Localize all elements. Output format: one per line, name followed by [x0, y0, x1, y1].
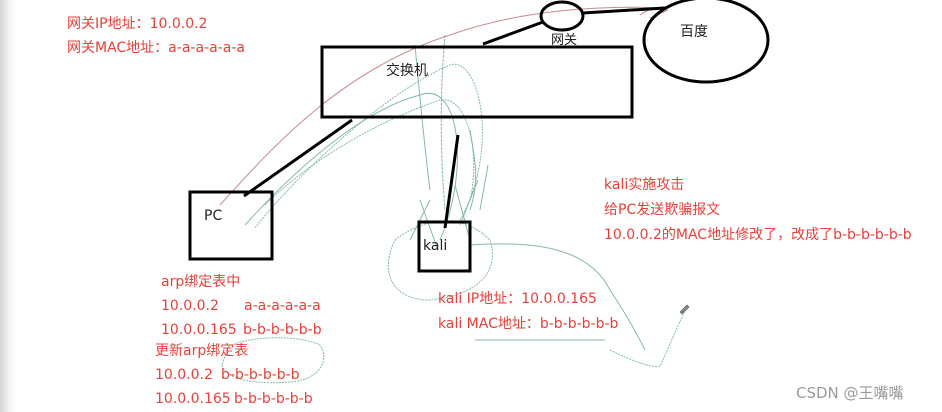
- switch-label: 交换机: [386, 63, 428, 79]
- arp-table-after-title: 更新arp绑定表: [155, 343, 249, 359]
- attack-note-line1: kali实施攻击: [604, 177, 685, 193]
- kali-label: kali: [423, 238, 448, 254]
- link-switch-pc: [243, 118, 353, 198]
- pc-label: PC: [204, 208, 223, 224]
- arp-before-row-ip: 10.0.0.165: [161, 322, 237, 338]
- arp-after-row-mac: b-b-b-b-b-b: [234, 391, 313, 407]
- packet-trace-scribbles: [221, 34, 689, 384]
- window-left-edge: [0, 0, 16, 412]
- arp-table-before-title: arp绑定表中: [161, 274, 241, 290]
- kali-node: [417, 220, 472, 273]
- arp-after-row-ip: 10.0.0.2: [155, 367, 213, 383]
- attack-note-line2: 给PC发送欺骗报文: [604, 202, 721, 218]
- pc-node: [188, 190, 274, 261]
- gateway-node: [539, 0, 585, 32]
- arp-trace-scribbles: [219, 6, 669, 206]
- csdn-watermark: CSDN @王嘴嘴: [796, 384, 904, 402]
- baidu-node: [642, 0, 770, 84]
- link-switch-kali: [443, 134, 460, 229]
- arp-after-row-ip: 10.0.0.165: [155, 391, 231, 407]
- switch-node: [320, 45, 634, 119]
- baidu-label: 百度: [680, 24, 708, 40]
- attack-note-line3: 10.0.0.2的MAC地址修改了，改成了b-b-b-b-b-b: [604, 227, 912, 243]
- link-switch-gateway: [482, 20, 544, 46]
- gateway-mac-text: 网关MAC地址：a-a-a-a-a-a: [67, 40, 245, 56]
- kali-mac-text: kali MAC地址：b-b-b-b-b-b: [438, 316, 619, 332]
- gateway-label: 网关: [551, 33, 578, 48]
- arp-before-row-mac: a-a-a-a-a-a: [244, 298, 321, 314]
- arp-before-row-mac: b-b-b-b-b-b: [243, 322, 322, 338]
- pen-cursor-icon: [679, 304, 690, 315]
- kali-ip-text: kali IP地址：10.0.0.165: [438, 291, 597, 307]
- gateway-ip-text: 网关IP地址：10.0.0.2: [67, 16, 208, 32]
- arp-before-row-ip: 10.0.0.2: [161, 298, 219, 314]
- link-gateway-baidu: [582, 6, 666, 15]
- arp-after-row-mac-highlighted: b-b-b-b-b-b: [221, 367, 300, 383]
